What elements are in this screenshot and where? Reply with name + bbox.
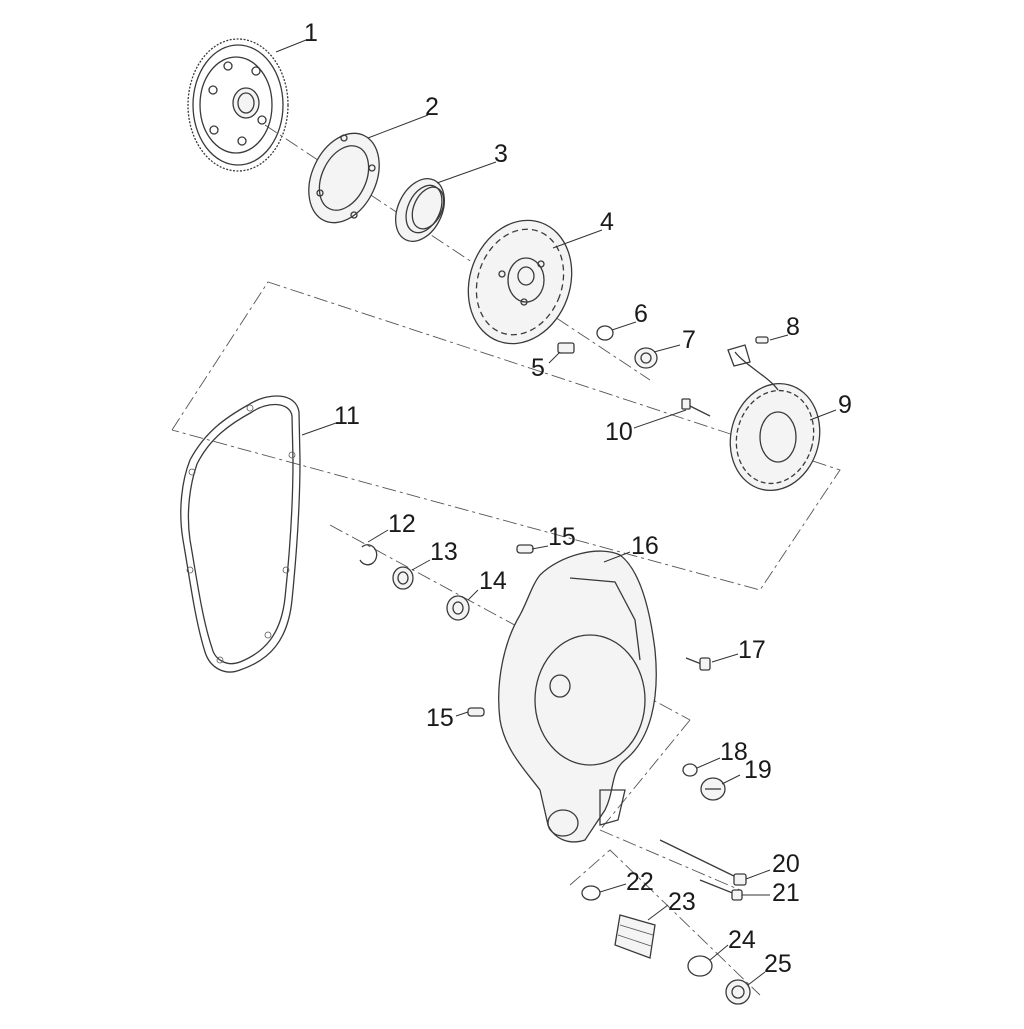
part-5-bolt[interactable]: [557, 342, 575, 354]
callout-23: 23: [668, 888, 696, 916]
callout-7: 7: [682, 326, 696, 354]
callout-labels: 1 2 3 4 5 6 7 8 9 10 11 12 13 14 15 16 1…: [304, 19, 852, 978]
part-4-flywheel-rotor[interactable]: [451, 206, 588, 359]
part-8-screw[interactable]: [755, 336, 769, 344]
callout-15-upper: 15: [548, 523, 576, 551]
callout-12: 12: [388, 510, 416, 538]
callout-24: 24: [728, 926, 756, 954]
part-15-dowel-upper[interactable]: [516, 544, 534, 554]
part-6-washer[interactable]: [596, 325, 614, 341]
callout-16: 16: [631, 532, 659, 560]
part-1-starter-gear[interactable]: [187, 38, 289, 172]
callout-19: 19: [744, 756, 772, 784]
callout-10: 10: [605, 418, 633, 446]
part-22-o-ring[interactable]: [581, 885, 601, 901]
part-25-drain-plug[interactable]: [725, 979, 751, 1005]
part-12-circlip[interactable]: [359, 544, 378, 566]
part-20-long-bolt[interactable]: [659, 839, 747, 886]
callout-17: 17: [738, 636, 766, 664]
callout-4: 4: [600, 208, 614, 236]
callout-15-lower: 15: [426, 704, 454, 732]
part-14-bearing[interactable]: [446, 595, 470, 621]
callout-13: 13: [430, 538, 458, 566]
callout-22: 22: [626, 868, 654, 896]
part-15-dowel-lower[interactable]: [467, 707, 485, 717]
part-24-o-ring[interactable]: [687, 955, 713, 977]
callout-21: 21: [772, 879, 800, 907]
part-2-bearing-plate[interactable]: [295, 122, 393, 234]
callout-25: 25: [764, 950, 792, 978]
part-18-o-ring[interactable]: [682, 763, 698, 777]
callout-9: 9: [838, 391, 852, 419]
part-16-side-cover[interactable]: [498, 550, 657, 843]
callout-18: 18: [720, 738, 748, 766]
part-19-plug[interactable]: [700, 777, 726, 801]
callout-6: 6: [634, 300, 648, 328]
callout-20: 20: [772, 850, 800, 878]
part-11-gasket[interactable]: [180, 395, 301, 673]
part-3-bearing-ring[interactable]: [386, 171, 454, 249]
callout-1: 1: [304, 19, 318, 47]
part-10-bolt[interactable]: [681, 398, 711, 417]
callout-11: 11: [334, 402, 360, 430]
callout-5: 5: [531, 354, 545, 382]
callout-14: 14: [479, 567, 507, 595]
callout-3: 3: [494, 140, 508, 168]
leader-lines: [275, 39, 837, 986]
callout-8: 8: [786, 313, 800, 341]
assembly-axes: [171, 124, 841, 996]
part-7-nut[interactable]: [634, 347, 658, 369]
part-23-oil-strainer[interactable]: [614, 914, 656, 959]
callout-2: 2: [425, 93, 439, 121]
part-17-bolt[interactable]: [685, 657, 711, 671]
part-13-seal[interactable]: [392, 566, 414, 590]
part-9-stator[interactable]: [719, 344, 832, 501]
